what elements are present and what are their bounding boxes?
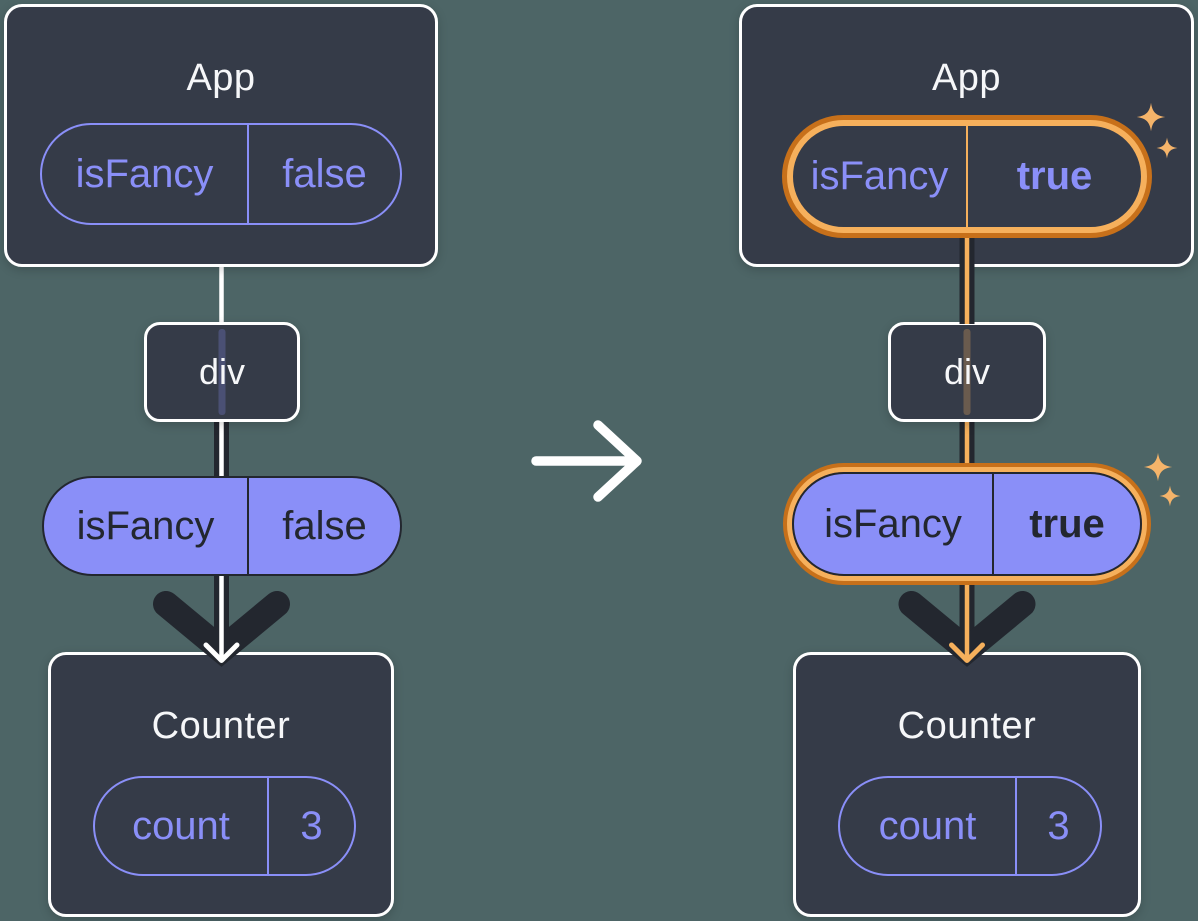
right-app-state-pill-highlight: isFancy true bbox=[782, 115, 1152, 238]
right-arrowhead-outer bbox=[898, 591, 1036, 667]
left-div-passthrough-stripe bbox=[218, 329, 226, 415]
right-app-state-pill: isFancy true bbox=[787, 120, 1147, 233]
right-counter-card: Counter count 3 bbox=[793, 652, 1141, 917]
left-counter-title: Counter bbox=[151, 704, 291, 747]
state-value: 3 bbox=[267, 778, 354, 874]
left-app-state-pill: isFancy false bbox=[40, 123, 402, 225]
state-key: isFancy bbox=[810, 154, 949, 198]
right-div-node: div bbox=[888, 322, 1046, 422]
right-prop-pill-highlight: isFancy true bbox=[783, 463, 1151, 585]
right-app-card: App bbox=[739, 4, 1194, 267]
state-value: 3 bbox=[1015, 778, 1100, 874]
prop-key: isFancy bbox=[824, 501, 962, 546]
right-counter-state-pill: count 3 bbox=[838, 776, 1102, 876]
left-counter-card: Counter count 3 bbox=[48, 652, 394, 917]
right-div-passthrough-stripe bbox=[963, 329, 971, 415]
right-arrowhead-core bbox=[949, 642, 985, 663]
left-counter-state-pill: count 3 bbox=[93, 776, 356, 876]
sparkle-icon bbox=[1136, 102, 1166, 132]
prop-key: isFancy bbox=[76, 503, 215, 548]
left-app-title: App bbox=[186, 56, 256, 99]
prop-value: true bbox=[992, 474, 1140, 574]
left-div-node: div bbox=[144, 322, 300, 422]
transition-arrow-icon bbox=[531, 420, 642, 502]
state-key: count bbox=[878, 803, 977, 848]
state-key: isFancy bbox=[75, 151, 214, 196]
sparkle-icon bbox=[1156, 137, 1178, 159]
right-div-label: div bbox=[943, 351, 991, 392]
left-prop-pill: isFancy false bbox=[42, 476, 402, 576]
right-app-title: App bbox=[931, 56, 1002, 99]
sparkle-icon bbox=[1143, 452, 1173, 482]
left-div-label: div bbox=[198, 351, 246, 392]
state-key: count bbox=[132, 803, 230, 848]
prop-value: false bbox=[247, 478, 400, 574]
state-value: false bbox=[247, 125, 400, 223]
sparkle-icon bbox=[1159, 485, 1181, 507]
right-counter-title: Counter bbox=[897, 704, 1037, 747]
left-app-card: App bbox=[4, 4, 438, 267]
left-arrowhead-outer bbox=[153, 591, 290, 667]
left-arrowhead-core bbox=[203, 642, 240, 663]
right-prop-pill: isFancy true bbox=[792, 472, 1142, 576]
state-value: true bbox=[966, 126, 1141, 227]
